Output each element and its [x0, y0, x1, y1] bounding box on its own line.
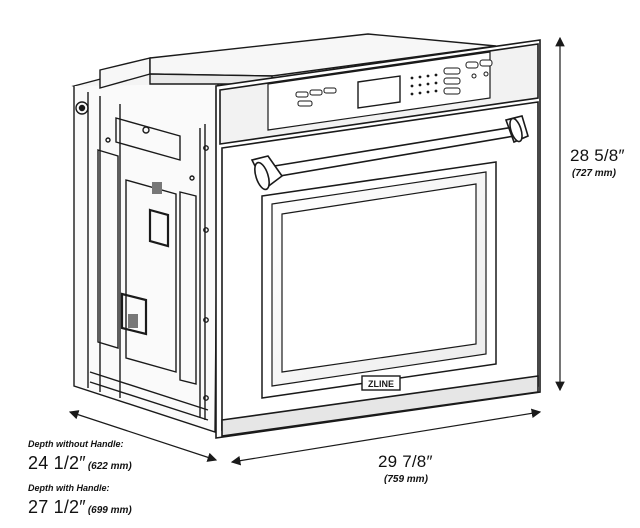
brand-badge-text: ZLINE: [368, 379, 394, 389]
width-metric-label: (759 mm): [384, 474, 428, 485]
depth-with-value: 27 1/2″: [28, 497, 86, 517]
height-metric: (727 mm): [572, 168, 616, 179]
depth-with-metric: (699 mm): [87, 505, 132, 516]
width-metric: (759 mm): [384, 474, 428, 485]
depth-without-metric: (622 mm): [87, 461, 132, 472]
depth-without-caption: Depth without Handle:: [28, 439, 124, 449]
oven-side-panel: [71, 65, 221, 433]
depth-dimension-line: [68, 410, 218, 462]
depth-without-value: 24 1/2″: [28, 453, 86, 473]
oven-top-module: [99, 33, 497, 89]
depth-with-row: 27 1/2″(699 mm): [28, 498, 132, 517]
brand-badge: ZLINE: [361, 375, 401, 391]
width-label: 29 7/8″: [378, 452, 433, 472]
width-value: 29 7/8″: [378, 452, 433, 471]
height-metric-label: (727 mm): [572, 168, 616, 179]
depth-without-row: 24 1/2″(622 mm): [28, 454, 132, 473]
depth-with-caption: Depth with Handle:: [28, 483, 110, 493]
keypad-dots: [410, 73, 438, 96]
height-value: 28 5/8″: [570, 146, 625, 165]
width-dimension-line: [230, 408, 542, 466]
control-buttons: [295, 59, 493, 107]
oven-handle: [250, 115, 529, 191]
height-label: 28 5/8″: [570, 146, 625, 166]
oven-display: [357, 75, 401, 109]
